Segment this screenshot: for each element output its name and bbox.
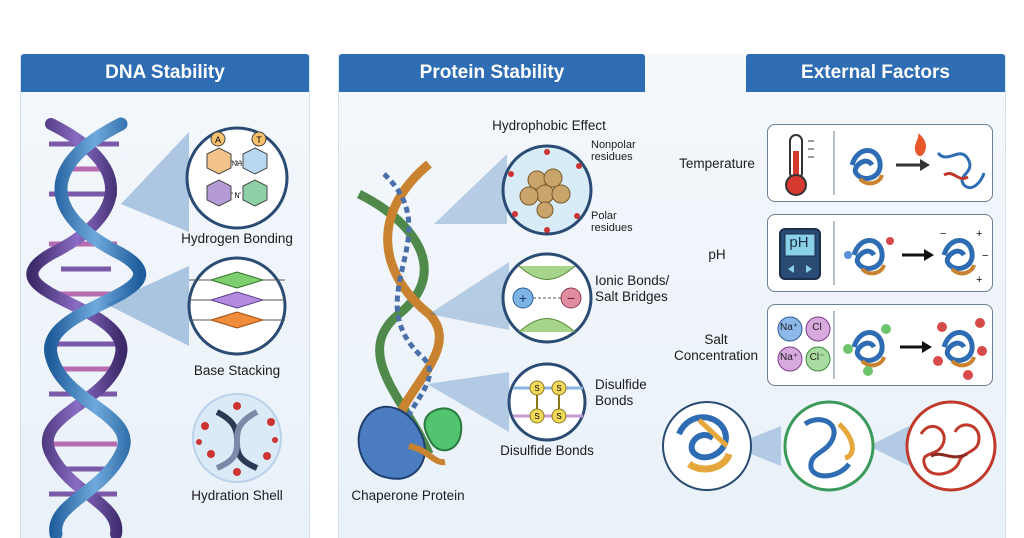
- native-protein-state: [662, 401, 752, 491]
- base-stacking-callout: [106, 266, 189, 346]
- disulfide-callout: [427, 372, 509, 432]
- temperature-label: Temperature: [679, 156, 755, 171]
- svg-text:+: +: [976, 228, 982, 240]
- base-stacking-label: Base Stacking: [193, 363, 281, 378]
- ion-na-2: Na⁺: [779, 352, 799, 363]
- protein-illustration: + − S S S S: [356, 144, 593, 480]
- disulfide-bonds-bottom-label: Disulfide Bonds: [500, 443, 594, 458]
- dna-backbone-purple: [26, 118, 128, 538]
- folded-protein-ph-icon: [844, 237, 894, 276]
- hydrophobic-zoom: [501, 144, 593, 236]
- arrow-salt-icon: [900, 341, 932, 353]
- transition-arrow-2: [869, 426, 909, 466]
- charged-protein-icon: − + − +: [940, 228, 988, 286]
- salt-destabilized-protein-icon: [933, 318, 987, 380]
- external-factors-title: External Factors: [746, 54, 1005, 92]
- base-stacking-zoom: [187, 256, 287, 356]
- salt-folded-protein-icon: [843, 324, 891, 376]
- denatured-protein-icon: [936, 151, 986, 190]
- hbond-n-label: N: [234, 193, 239, 200]
- svg-text:+: +: [519, 290, 527, 306]
- arrow-icon: [896, 159, 930, 171]
- hydrophobic-callout: [434, 154, 507, 224]
- salt-concentration-label: Salt Concentration: [673, 332, 759, 363]
- ph-illustration: − + − +: [779, 221, 988, 286]
- hydrogen-bonding-zoom: [185, 126, 289, 230]
- base-label-t: T: [256, 135, 262, 145]
- transition-arrow-1: [731, 426, 781, 466]
- thermometer-icon: [785, 134, 814, 196]
- sulfur-label-4: S: [556, 412, 561, 421]
- ph-label: pH: [708, 247, 726, 262]
- disulfide-zoom: [507, 362, 587, 442]
- svg-text:+: +: [976, 274, 982, 286]
- base-label-a: A: [215, 135, 221, 145]
- hydrophobic-effect-label: Hydrophobic Effect: [492, 118, 606, 133]
- temperature-box: [767, 124, 993, 202]
- salt-illustration: [777, 311, 987, 380]
- hydration-shell-zoom: [192, 393, 282, 483]
- polar-residues-label: Polar residues: [591, 210, 633, 234]
- ph-meter-icon: [779, 228, 821, 280]
- ionic-callout: [429, 262, 509, 330]
- intermediate-protein-state: [783, 400, 875, 492]
- temperature-illustration: [785, 131, 986, 196]
- dna-stability-panel: DNA Stability: [20, 54, 310, 538]
- ph-meter-text: pH: [789, 234, 809, 251]
- dna-illustration: A T NH N: [26, 117, 289, 538]
- folded-protein-icon: [849, 148, 884, 186]
- protein-stability-panel: Protein Stability: [338, 54, 1006, 538]
- ion-cl-2: Cl⁻: [809, 352, 825, 363]
- nonpolar-residues-label: Nonpolar residues: [591, 139, 636, 163]
- sulfur-label-3: S: [534, 412, 539, 421]
- svg-text:−: −: [982, 250, 988, 262]
- svg-text:−: −: [567, 290, 575, 306]
- fire-icon: [914, 133, 926, 156]
- hydrogen-bonding-callout: [121, 132, 189, 232]
- ionic-bonds-label: Ionic Bonds/ Salt Bridges: [595, 273, 670, 304]
- dna-backbone-blue: [44, 117, 147, 538]
- ion-bubbles: [777, 316, 831, 372]
- ion-na-1: Na⁺: [779, 322, 799, 333]
- salt-box: [767, 304, 993, 386]
- ionic-bonds-zoom: + −: [501, 252, 593, 344]
- protein-stability-title: Protein Stability: [339, 54, 645, 92]
- svg-text:−: −: [940, 228, 946, 240]
- ion-cl-1: Cl: [812, 322, 822, 333]
- hydration-shell-label: Hydration Shell: [191, 488, 283, 503]
- chaperone-protein-label: Chaperone Protein: [351, 488, 465, 503]
- sulfur-label-1: S: [534, 384, 539, 393]
- ph-box: − + − +: [767, 214, 993, 292]
- chaperone-protein-illustration: [357, 405, 463, 480]
- hydrogen-bonding-label: Hydrogen Bonding: [181, 231, 293, 246]
- dna-stability-title: DNA Stability: [21, 54, 309, 92]
- hbond-nh-label: NH: [232, 161, 242, 168]
- disulfide-bonds-right-label: Disulfide Bonds: [595, 377, 647, 408]
- arrow-ph-icon: [902, 249, 934, 261]
- unfolded-protein-state: [905, 400, 997, 492]
- sulfur-label-2: S: [556, 384, 561, 393]
